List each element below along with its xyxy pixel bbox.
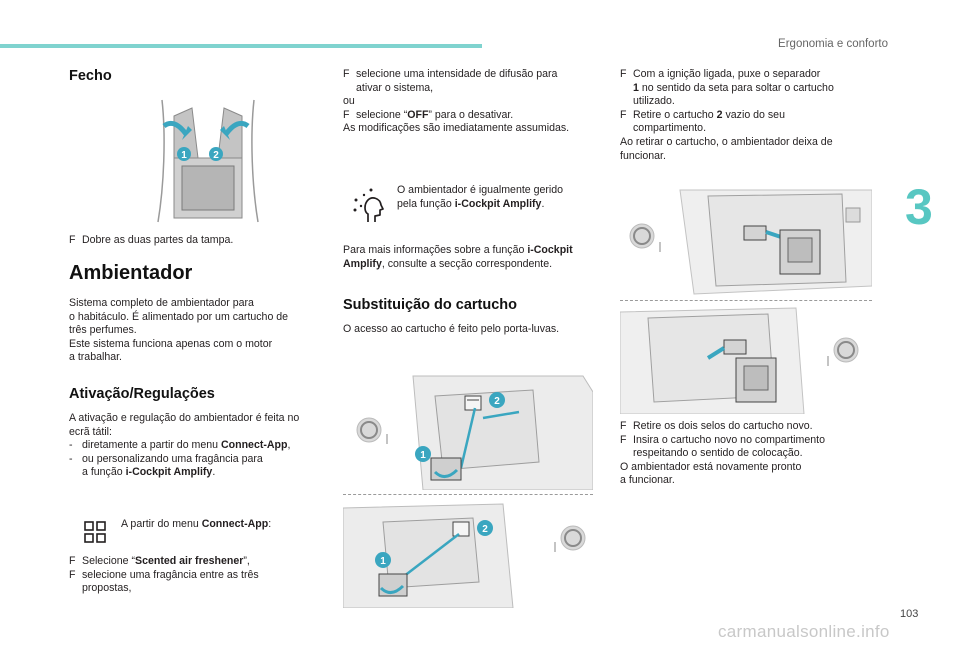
page-number: 103 xyxy=(900,608,919,620)
callout-2: 2 xyxy=(482,524,488,535)
bullet-icon: F xyxy=(69,234,76,246)
fragrance-person-icon xyxy=(353,188,384,222)
divider xyxy=(620,300,872,301)
callout-2: 2 xyxy=(494,396,500,407)
glovebox-open-lhd-illustration: 2 1 xyxy=(343,372,593,490)
fecho-heading: Fecho xyxy=(69,68,112,84)
more-info: Para mais informações sobre a função i-C… xyxy=(343,244,573,270)
substituicao-heading: Substituição do cartucho xyxy=(343,297,518,313)
section-title: Ergonomia e conforto xyxy=(778,38,888,50)
amplify-note: O ambientador é igualmente gerido pela f… xyxy=(397,184,564,210)
callout-1: 1 xyxy=(420,450,426,461)
cartridge-insert-illustration xyxy=(620,304,872,414)
glovebox-open-rhd-illustration: 2 1 xyxy=(343,498,593,608)
ambientador-heading: Ambientador xyxy=(69,262,193,284)
callout-2: 2 xyxy=(213,150,219,161)
chapter-number: 3 xyxy=(905,179,933,235)
ativacao-heading: Ativação/Regulações xyxy=(69,386,215,402)
watermark: carmanualsonline.info xyxy=(718,622,890,641)
ambientador-intro: Sistema completo de ambientador para o h… xyxy=(69,297,289,364)
apps-grid-icon xyxy=(84,521,106,543)
cartridge-removal-illustration xyxy=(620,186,872,298)
divider xyxy=(343,494,593,495)
callout-1: 1 xyxy=(181,150,187,161)
ativacao-body: A ativação e regulação do ambientador é … xyxy=(69,412,300,479)
header-accent-bar xyxy=(0,44,482,48)
menu-note: A partir do menu Connect-App: xyxy=(121,518,272,530)
callout-1: 1 xyxy=(380,556,386,567)
console-lid-illustration: 1 2 xyxy=(152,96,264,224)
substituicao-access: O acesso ao cartucho é feito pelo porta-… xyxy=(343,323,560,335)
